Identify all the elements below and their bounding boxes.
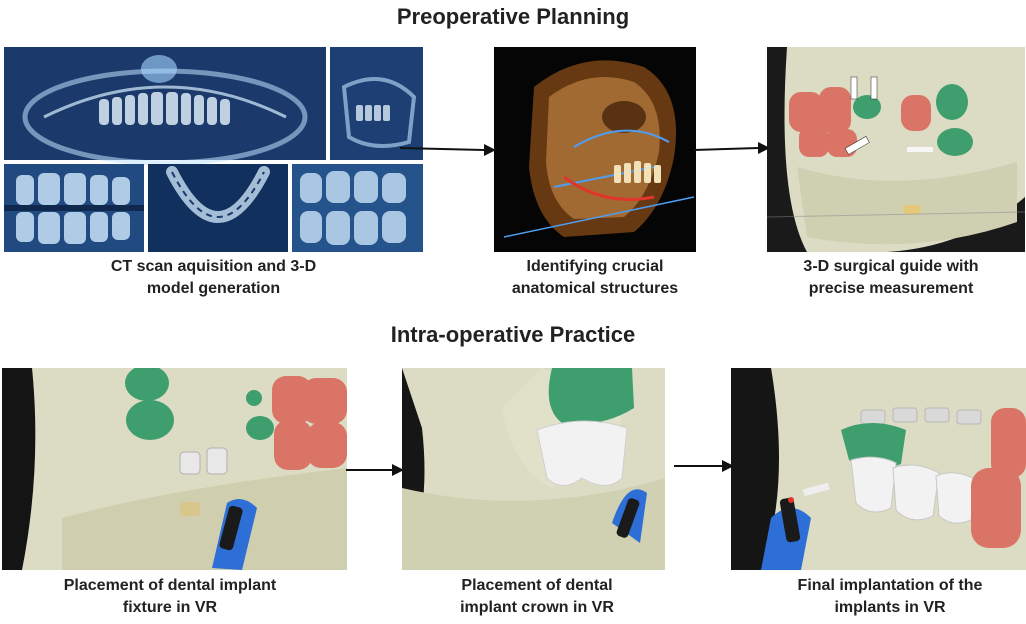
step-1-caption: CT scan aquisition and 3-D model generat… [110,258,317,297]
vr-controller-icon [612,489,647,543]
arrow-anatomy-to-guide [694,142,770,154]
arrow-ct-to-anatomy [400,144,496,156]
step-3-caption: 3-D surgical guide with precise measurem… [803,258,979,297]
ct-panoramic-view [4,47,326,166]
fixture-red-teeth [272,376,347,470]
step-2-caption: Identifying crucial anatomical structure… [511,258,679,297]
ct-side-teeth-view [292,164,423,252]
arrow-fixture-to-crown [346,464,404,476]
preoperative-title: Preoperative Planning [396,4,630,29]
surgical-guide-render [767,47,1025,252]
final-red-teeth [971,408,1026,548]
implant-crown-vr-render [402,368,665,570]
vr-controller-icon [761,497,811,570]
surgical-guide-red-teeth [789,87,931,157]
arrow-crown-to-final [674,460,734,472]
implant-fixture-vr-render [2,368,347,570]
final-green-tooth [841,423,906,470]
implant-crown-shape [536,420,628,486]
surgical-guide-green-teeth [853,84,973,156]
final-implant-crowns [850,456,977,524]
step-5-caption: Placement of dental implant crown in VR [460,577,614,616]
anatomical-structures-render [494,47,696,252]
ct-lateral-view [330,47,423,160]
ct-scan-collage [4,47,423,252]
fixture-green-teeth [125,368,274,440]
ct-occlusal-arch-view [148,164,288,252]
vr-controller-icon [212,499,257,570]
ct-front-teeth-view [4,164,144,252]
final-implantation-vr-render [731,368,1026,570]
step-4-caption: Placement of dental implant fixture in V… [63,577,277,616]
intraoperative-title: Intra-operative Practice [390,322,636,347]
crown-green-tooth [548,368,634,424]
step-6-caption: Final implantation of the implants in VR [797,577,983,616]
